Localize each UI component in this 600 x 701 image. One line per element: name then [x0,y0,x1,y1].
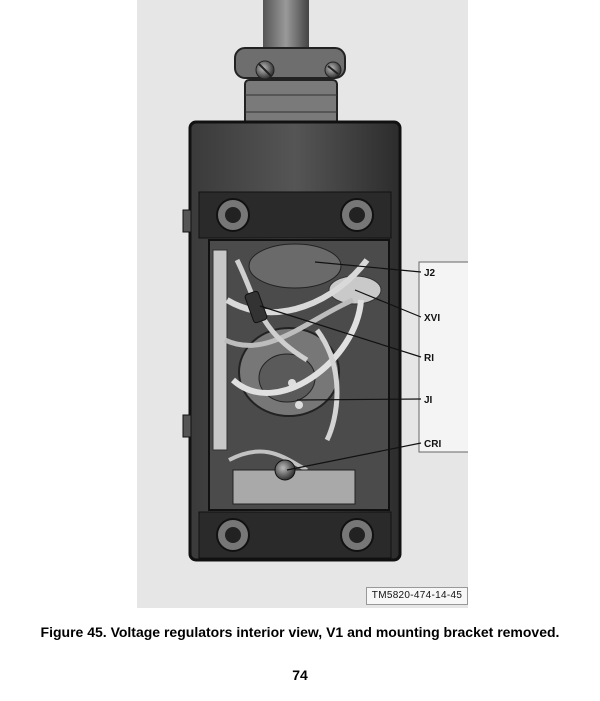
callout-xv1: XVI [424,313,440,324]
callout-cr1: CRI [424,439,441,450]
callout-j2: J2 [424,268,436,279]
page-number: 74 [292,667,308,683]
callout-r1: RI [424,353,434,364]
callout-j1: JI [424,395,433,406]
interior-photograph: J2 XVI RI JI CRI [137,0,468,608]
figure-caption: Figure 45. Voltage regulators interior v… [40,624,560,640]
figure-reference-number: TM5820-474-14-45 [366,587,468,605]
callout-label-panel [418,261,468,453]
